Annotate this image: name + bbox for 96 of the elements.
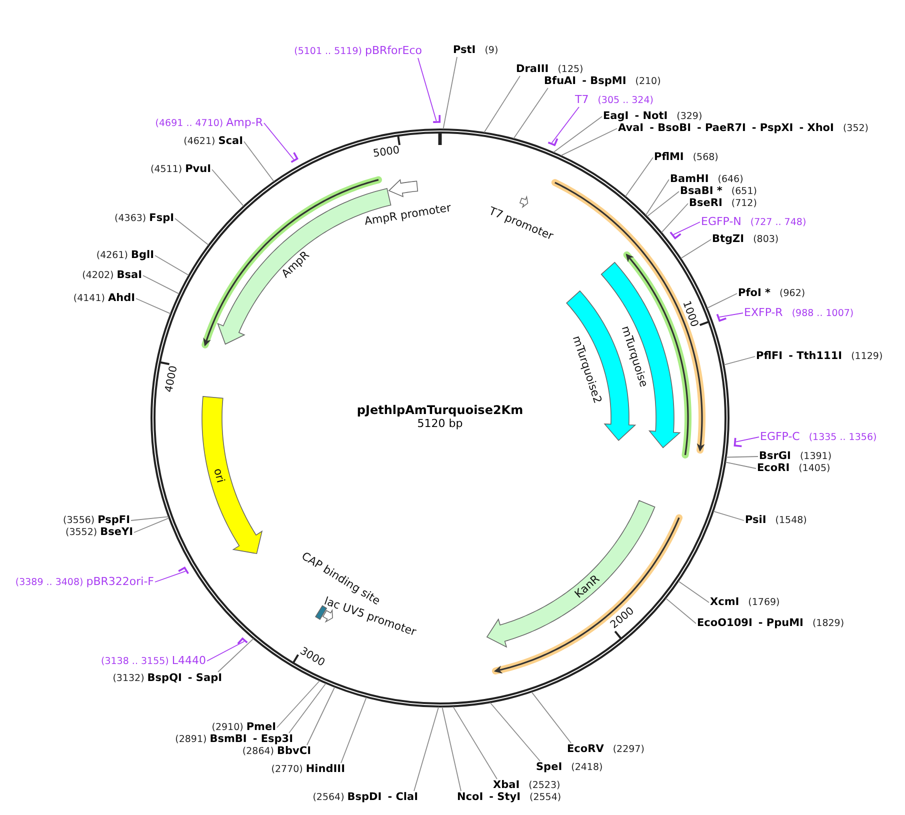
restriction-site-label: PfoI * (962) bbox=[738, 287, 806, 300]
leader-line bbox=[442, 56, 458, 130]
restriction-site-label: (4202) BsaI bbox=[79, 269, 142, 282]
restriction-site-label: BamHI (646) bbox=[670, 173, 744, 186]
leader-line bbox=[718, 312, 744, 318]
leader-line bbox=[130, 516, 169, 521]
restriction-site-label: (4511) PvuI bbox=[147, 163, 211, 176]
leader-line bbox=[553, 116, 602, 153]
leader-line bbox=[513, 88, 548, 139]
leader-line bbox=[490, 702, 540, 762]
restriction-site-label: DraIII (125) bbox=[516, 63, 584, 76]
leader-line bbox=[244, 141, 274, 182]
leader-line bbox=[531, 692, 572, 744]
restriction-site-label: (3552) BseYI bbox=[62, 526, 133, 539]
leader-line bbox=[625, 157, 654, 197]
restriction-site-label: EcoRV (2297) bbox=[567, 743, 644, 756]
tick-label: 5000 bbox=[372, 144, 400, 160]
feature-label: AmpR promoter bbox=[363, 201, 452, 228]
restriction-site-label: PsiI (1548) bbox=[745, 514, 807, 527]
restriction-site-label: BsrGI (1391) bbox=[759, 450, 832, 463]
leader-line bbox=[288, 683, 326, 734]
tick-label: 4000 bbox=[163, 364, 180, 394]
leader-line bbox=[560, 128, 618, 156]
primer-label: (3138 .. 3155) L4440 bbox=[98, 654, 206, 668]
primer-label: (4691 .. 4710) Amp-R bbox=[152, 116, 263, 130]
leader-line bbox=[452, 706, 498, 780]
tick-label: 1000 bbox=[680, 299, 700, 328]
restriction-site-label: (2564) BspDI - ClaI bbox=[310, 791, 418, 804]
gene-arrow bbox=[485, 499, 656, 648]
leader-line bbox=[418, 58, 437, 122]
leader-line bbox=[136, 298, 171, 314]
primer-label: (3389 .. 3408) pBR322ori-F bbox=[12, 575, 154, 589]
leader-line bbox=[713, 510, 744, 521]
gene-arrow bbox=[600, 261, 681, 449]
leader-line bbox=[661, 203, 688, 233]
primer-label: (5101 .. 5119) pBRforEco bbox=[291, 44, 422, 58]
primer-label: T7 (305 .. 324) bbox=[575, 93, 654, 107]
restriction-site-label: (3556) PspFI bbox=[60, 514, 130, 527]
leader-line bbox=[142, 275, 180, 294]
primer-label: EGFP-N (727 .. 748) bbox=[701, 215, 806, 229]
leader-line bbox=[264, 122, 294, 160]
origin-arrow bbox=[201, 395, 263, 555]
restriction-site-label: (4621) ScaI bbox=[180, 135, 243, 148]
leader-line bbox=[678, 580, 710, 603]
restriction-site-label: (4141) AhdI bbox=[70, 292, 135, 305]
restriction-site-label: (3132) BspQI - SapI bbox=[110, 672, 222, 685]
restriction-site-label: EcoO109I - PpuMI (1829) bbox=[697, 617, 844, 630]
restriction-site-label: BseRI (712) bbox=[689, 197, 757, 210]
leader-line bbox=[212, 169, 244, 206]
restriction-site-label: PstI (9) bbox=[453, 44, 498, 57]
leader-line bbox=[726, 456, 758, 458]
leader-line bbox=[174, 218, 209, 246]
restriction-site-label: AvaI - BsoBI - PaeR7I - PspXI - XhoI (352) bbox=[618, 122, 868, 135]
leader-line bbox=[725, 462, 756, 469]
restriction-site-label: BtgZI (803) bbox=[712, 233, 779, 246]
restriction-site-label: XbaI (2523) bbox=[493, 779, 560, 792]
leader-line bbox=[736, 436, 760, 442]
restriction-site-label: SpeI (2418) bbox=[536, 761, 603, 774]
restriction-site-label: EcoRI (1405) bbox=[757, 462, 830, 475]
restriction-site-label: BfuAI - BspMI (210) bbox=[544, 75, 661, 88]
leader-line bbox=[551, 106, 580, 144]
leader-line bbox=[134, 518, 170, 533]
restriction-site-label: (2864) BbvCI bbox=[239, 745, 311, 758]
restriction-site-label: (4261) BglI bbox=[93, 249, 154, 262]
leader-line bbox=[673, 222, 700, 235]
leader-line bbox=[206, 640, 245, 662]
leader-line bbox=[154, 255, 190, 276]
restriction-site-label: (2910) PmeI bbox=[208, 721, 276, 734]
restriction-site-label: NcoI - StyI (2554) bbox=[457, 791, 562, 804]
leader-line bbox=[665, 598, 696, 624]
restriction-site-label: BsaBI * (651) bbox=[680, 185, 757, 198]
leader-line bbox=[306, 686, 336, 746]
restriction-site-label: (2891) BsmBI - Esp3I bbox=[172, 733, 293, 746]
leader-line bbox=[414, 706, 440, 792]
leader-line bbox=[218, 638, 254, 672]
leader-line bbox=[646, 191, 680, 217]
leader-line bbox=[276, 680, 320, 728]
leader-line bbox=[484, 76, 520, 133]
leader-line bbox=[442, 706, 462, 792]
restriction-site-label: (2770) HindIII bbox=[268, 763, 345, 776]
leader-line bbox=[706, 293, 738, 308]
leader-line bbox=[340, 697, 367, 764]
restriction-site-label: EagI - NotI (329) bbox=[603, 110, 702, 123]
leader-line bbox=[154, 570, 186, 582]
leader-line bbox=[724, 356, 756, 366]
leader-line bbox=[680, 239, 712, 259]
restriction-site-label: XcmI (1769) bbox=[710, 596, 780, 609]
plasmid-name: pJethlpAmTurquoise2Km bbox=[356, 403, 524, 417]
restriction-site-label: PflMI (568) bbox=[654, 151, 718, 164]
plasmid-size: 5120 bp bbox=[417, 417, 463, 430]
restriction-site-label: PflFI - Tth111I (1129) bbox=[756, 350, 883, 363]
leader-line bbox=[645, 179, 670, 216]
feature-label: ori bbox=[211, 467, 228, 484]
primer-label: EXFP-R (988 .. 1007) bbox=[744, 306, 854, 320]
primer-label: EGFP-C (1335 .. 1356) bbox=[760, 430, 877, 444]
restriction-site-label: (4363) FspI bbox=[112, 212, 174, 225]
